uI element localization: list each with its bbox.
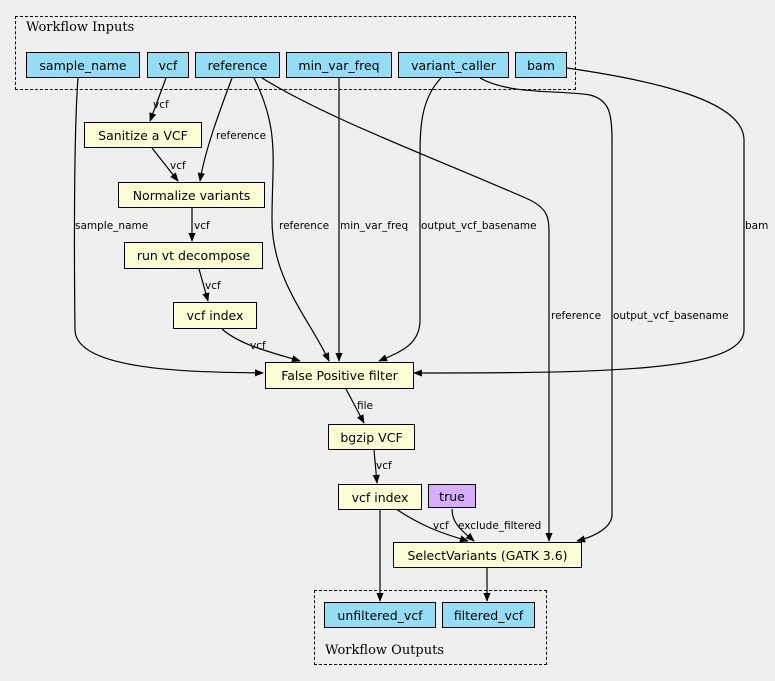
edge-sample-fp bbox=[73, 77, 264, 377]
node-reference[interactable]: reference bbox=[195, 52, 280, 78]
edge-label-bam-fp: bam bbox=[745, 220, 768, 232]
node-select-variants[interactable]: SelectVariants (GATK 3.6) bbox=[393, 542, 582, 568]
node-variant-caller[interactable]: variant_caller bbox=[398, 52, 509, 78]
edge-decompose-index bbox=[198, 268, 210, 302]
edge-vc-select bbox=[479, 77, 613, 543]
edge-label-sample-fp: sample_name bbox=[75, 220, 148, 232]
edge-label-ref-select: reference bbox=[551, 310, 601, 322]
node-sample-name[interactable]: sample_name bbox=[26, 52, 140, 78]
edge-index-fp bbox=[221, 328, 301, 363]
node-sanitize-vcf[interactable]: Sanitize a VCF bbox=[84, 122, 202, 148]
edge-label-index-select: vcf bbox=[433, 520, 449, 532]
workflow-outputs-cluster bbox=[314, 590, 547, 665]
edge-label-vc-fp: output_vcf_basename bbox=[421, 220, 537, 232]
edge-label-vc-select: output_vcf_basename bbox=[613, 310, 729, 322]
node-filtered-vcf[interactable]: filtered_vcf bbox=[442, 602, 535, 628]
edge-label-ref-fp: reference bbox=[279, 220, 329, 232]
edge-label-vcf-sanitize: vcf bbox=[153, 99, 169, 111]
edge-index-select bbox=[395, 508, 469, 543]
node-false-positive-filter[interactable]: False Positive filter bbox=[265, 362, 414, 389]
edge-label-sanitize-normalize: vcf bbox=[170, 160, 186, 172]
node-normalize-variants[interactable]: Normalize variants bbox=[118, 182, 265, 208]
edge-label-index-fp: vcf bbox=[250, 340, 266, 352]
node-unfiltered-vcf[interactable]: unfiltered_vcf bbox=[324, 602, 436, 628]
edge-label-fp-bgzip: file bbox=[357, 400, 373, 412]
edge-bam-fp bbox=[413, 67, 745, 377]
node-min-var-freq[interactable]: min_var_freq bbox=[286, 52, 392, 78]
edge-label-ref-normalize: reference bbox=[216, 130, 266, 142]
workflow-inputs-cluster bbox=[15, 16, 576, 90]
edge-ref-normalize bbox=[197, 77, 233, 182]
edge-label-bgzip-index: vcf bbox=[376, 460, 392, 472]
edge-vc-fp bbox=[378, 77, 442, 362]
edge-label-mvf-fp: min_var_freq bbox=[340, 220, 408, 232]
workflow-inputs-label: Workflow Inputs bbox=[26, 20, 135, 35]
node-bgzip-vcf[interactable]: bgzip VCF bbox=[328, 424, 415, 450]
node-vcf[interactable]: vcf bbox=[147, 52, 189, 78]
edge-vcf-sanitize bbox=[149, 77, 167, 122]
edge-ref-fp bbox=[253, 77, 330, 362]
node-vcf-index-2[interactable]: vcf index bbox=[338, 484, 422, 510]
workflow-outputs-label: Workflow Outputs bbox=[325, 643, 444, 658]
edge-sanitize-normalize bbox=[151, 147, 179, 182]
edge-fp-bgzip bbox=[345, 388, 365, 424]
edge-label-true-select: exclude_filtered bbox=[458, 520, 541, 532]
edge-bgzip-index bbox=[372, 449, 380, 484]
edge-label-normalize-decompose: vcf bbox=[194, 220, 210, 232]
node-true-constant[interactable]: true bbox=[428, 484, 476, 508]
edge-true-select bbox=[451, 508, 475, 542]
node-bam[interactable]: bam bbox=[515, 52, 567, 78]
edge-ref-select bbox=[261, 77, 553, 542]
edge-label-decompose-index: vcf bbox=[205, 280, 221, 292]
node-vcf-index-1[interactable]: vcf index bbox=[173, 302, 257, 329]
node-vt-decompose[interactable]: run vt decompose bbox=[124, 242, 263, 269]
